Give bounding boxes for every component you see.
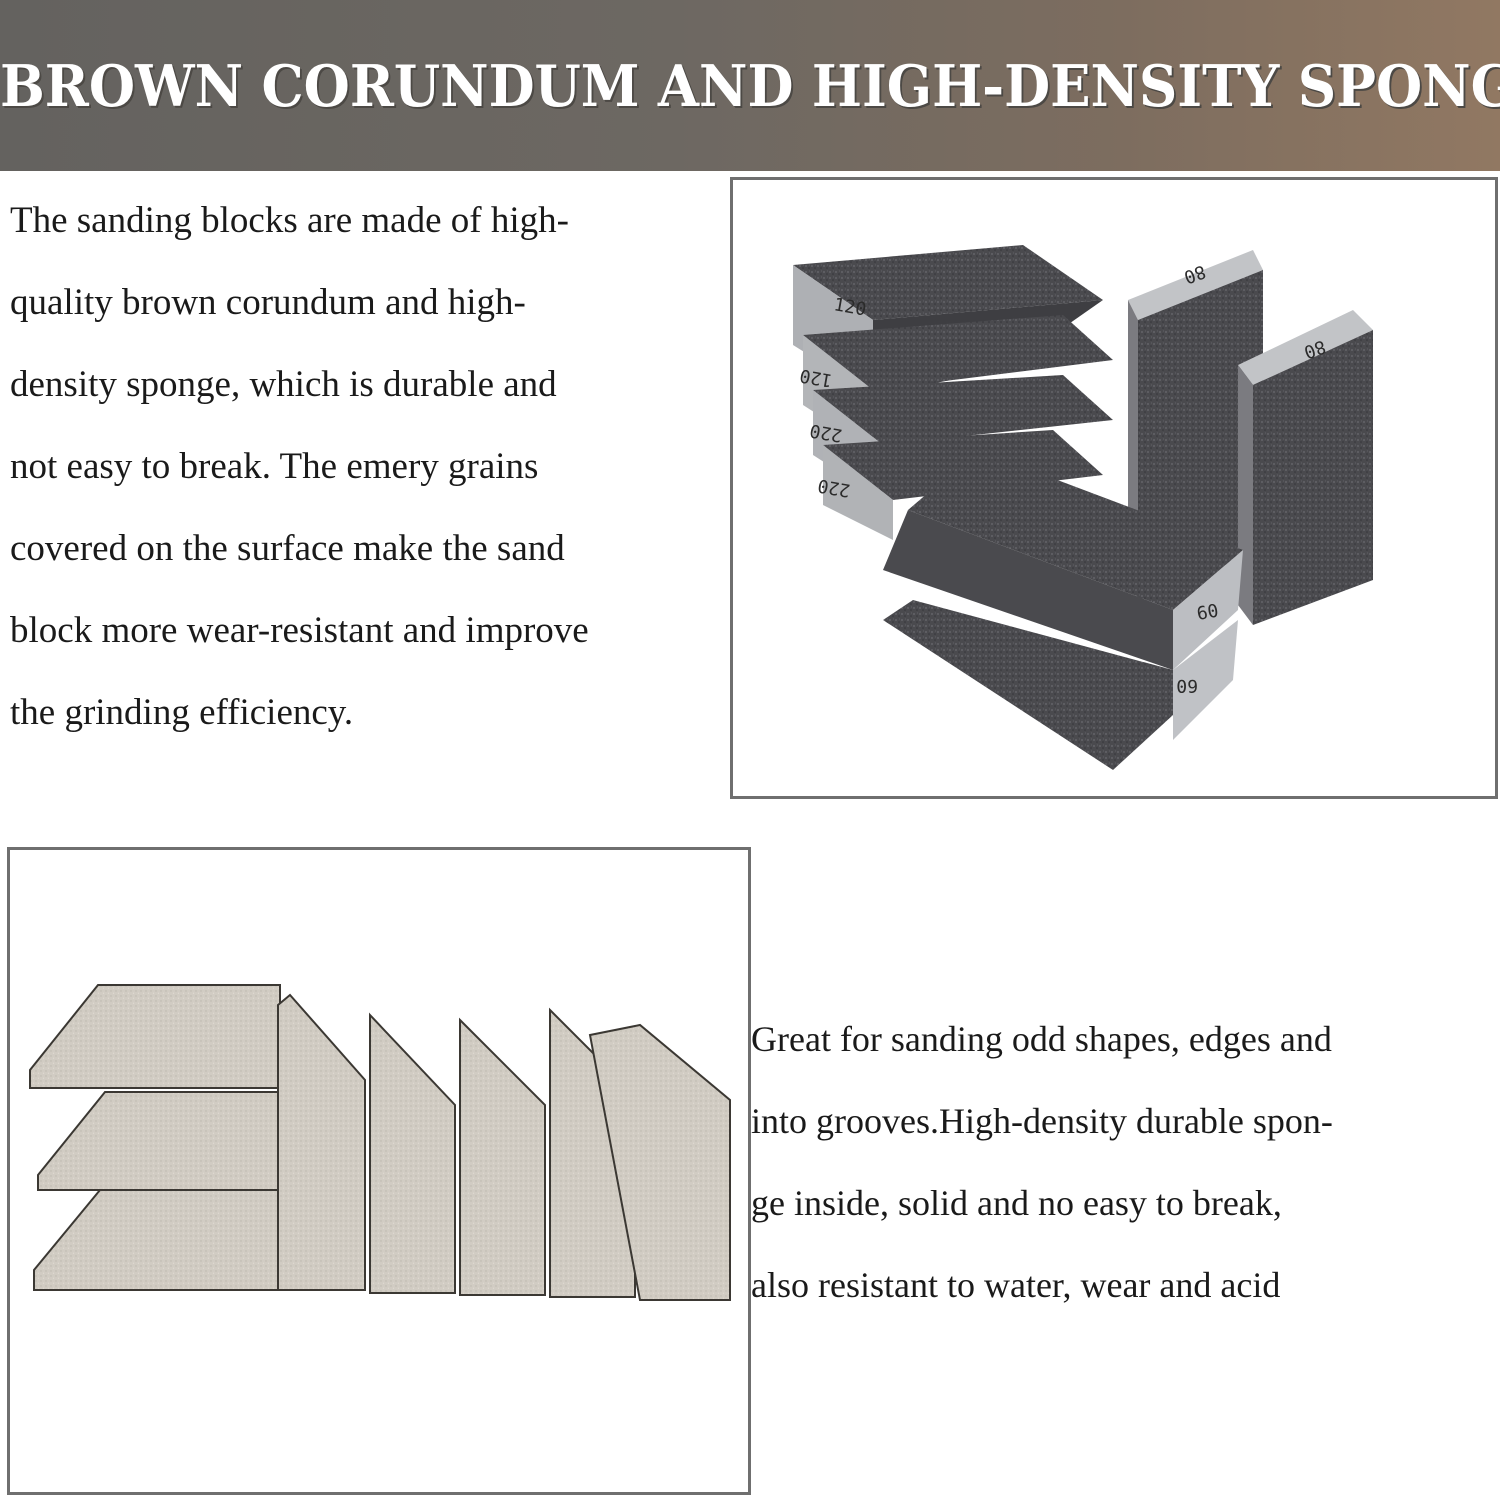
profile-block [33,1189,281,1291]
profile-block [588,1023,731,1301]
description-line: not easy to break. The emery grains [10,446,539,487]
profile-block [29,984,281,1089]
angled-block-front [883,450,1243,670]
description-line: The sanding blocks are made of high- [10,200,569,241]
description-line: ge inside, solid and no easy to break, [751,1183,1282,1223]
profile-block [277,993,366,1291]
description-line: covered on the surface make the sand [10,528,565,569]
product-photo-profiles [7,847,751,1495]
grit-label: 60 [1195,600,1220,624]
angled-block-front [883,600,1238,770]
description-line: block more wear-resistant and improve [10,610,589,651]
sanding-profiles-illustration [29,984,731,1301]
profile-block [459,1017,546,1296]
header-banner: BROWN CORUNDUM AND HIGH-DENSITY SPONGE [0,0,1500,171]
grit-label: 60 [1176,675,1198,696]
description-line: density sponge, which is durable and [10,364,557,405]
description-line: quality brown corundum and high- [10,282,526,323]
description-line: also resistant to water, wear and acid [751,1265,1281,1305]
description-line: the grinding efficiency. [10,692,354,733]
description-line: into grooves.High-density durable spon- [751,1101,1333,1141]
profile-block [369,1012,456,1294]
banner-title: BROWN CORUNDUM AND HIGH-DENSITY SPONGE [0,53,1500,120]
description-line: Great for sanding odd shapes, edges and [751,1019,1332,1059]
description-bottom: Great for sanding odd shapes, edges and … [751,998,1496,1326]
description-top: The sanding blocks are made of high- qua… [10,180,730,754]
profile-block [37,1091,283,1191]
upright-block [1238,310,1373,625]
